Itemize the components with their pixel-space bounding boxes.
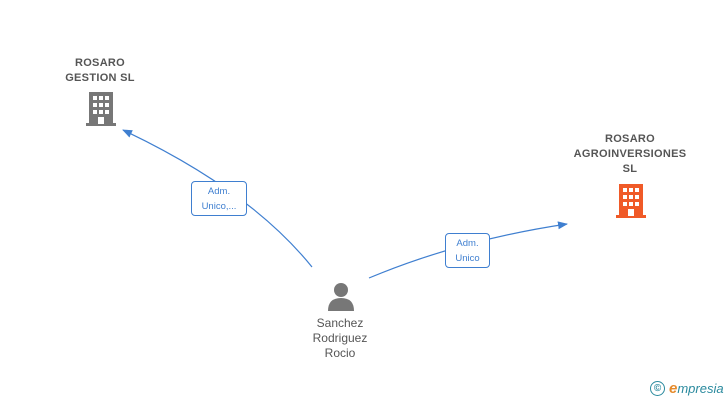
edge-label-line: Adm.	[207, 186, 231, 197]
node-label-line: AGROINVERSIONES	[573, 148, 687, 160]
node-rosaro-gestion-label[interactable]: ROSARO GESTION SL	[48, 56, 152, 86]
node-label-line: GESTION SL	[65, 72, 135, 84]
node-label-line: SL	[622, 163, 638, 175]
node-person-label[interactable]: Sanchez Rodriguez Rocio	[290, 316, 390, 361]
person-label-line: Rodriguez	[312, 331, 368, 345]
brand-first-letter: e	[669, 379, 678, 397]
edge-label-line: Unico	[455, 253, 480, 264]
edge-label-line: Adm.	[456, 238, 479, 249]
edge-label-line: Unico,...	[201, 201, 237, 212]
edge-label-to-rosaro-agroinversiones[interactable]: Adm. Unico	[445, 233, 490, 268]
brand-name: empresia	[669, 380, 724, 397]
copyright-icon: ©	[650, 380, 665, 396]
brand-rest: mpresia	[677, 380, 724, 396]
person-label-line: Sanchez	[316, 316, 364, 330]
building-icon[interactable]	[86, 92, 116, 126]
brand-watermark: © empresia	[650, 378, 724, 398]
building-icon[interactable]	[616, 184, 646, 218]
node-rosaro-agroinversiones-label[interactable]: ROSARO AGROINVERSIONES SL	[560, 132, 700, 177]
person-label-line: Rocio	[324, 346, 356, 360]
node-label-line: ROSARO	[604, 133, 656, 145]
edge-label-to-rosaro-gestion[interactable]: Adm. Unico,...	[191, 181, 247, 216]
node-label-line: ROSARO	[74, 57, 126, 69]
person-icon[interactable]	[326, 281, 356, 311]
